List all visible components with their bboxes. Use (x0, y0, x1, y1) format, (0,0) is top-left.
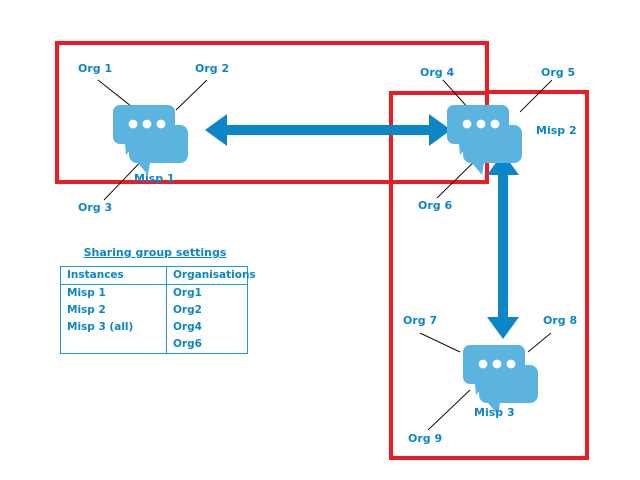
chat-bubbles-icon-misp1 (113, 105, 188, 175)
table-row: Org6 (60, 336, 248, 354)
org-label-org8: Org 8 (543, 314, 578, 327)
table-header-row: Instances Organisations (60, 266, 256, 285)
org-label-org3: Org 3 (78, 201, 113, 214)
column-header-organisations: Organisations (166, 266, 256, 285)
table-row: Misp 3 (all) Org4 (60, 319, 248, 336)
table-row: Misp 2 Org2 (60, 302, 248, 319)
instance-label-misp2: Misp 2 (536, 124, 577, 137)
cell-organisation: Org2 (173, 304, 202, 316)
settings-table: Instances Organisations Misp 1 Org1 Misp… (60, 266, 256, 354)
cell-organisation: Org4 (173, 321, 202, 333)
cell-instance (60, 336, 167, 354)
org-label-org9: Org 9 (408, 432, 443, 445)
column-header-instances: Instances (60, 266, 167, 285)
sharing-group-boundary-left (55, 41, 489, 184)
instance-label-misp3: Misp 3 (474, 406, 515, 419)
sharing-group-boundary-right (389, 90, 589, 460)
org-label-org1: Org 1 (78, 62, 113, 75)
chat-bubbles-icon-misp2 (447, 105, 522, 175)
chat-bubbles-icon-misp3 (463, 345, 538, 415)
cell-instance: Misp 1 (60, 284, 167, 302)
leader-line-org5 (519, 79, 553, 113)
instance-label-misp1: Misp 1 (134, 172, 175, 185)
sharing-group-settings: Sharing group settings Instances Organis… (60, 246, 256, 354)
leader-line-org8 (527, 332, 552, 353)
cell-organisation: Org6 (173, 338, 202, 350)
org-label-org2: Org 2 (195, 62, 230, 75)
connector-misp2-misp3 (487, 153, 519, 339)
cell-organisation: Org1 (173, 287, 202, 299)
cell-instance: Misp 3 (all) (60, 319, 167, 336)
org-label-org7: Org 7 (403, 314, 438, 327)
settings-title: Sharing group settings (83, 246, 227, 259)
org-label-org6: Org 6 (418, 199, 453, 212)
leader-line-org7 (419, 332, 461, 353)
org-label-org5: Org 5 (541, 66, 576, 79)
leader-line-org2 (175, 79, 208, 111)
connector-misp1-misp2 (205, 114, 451, 146)
cell-instance: Misp 2 (60, 302, 167, 319)
leader-line-org9 (427, 389, 471, 431)
org-label-org4: Org 4 (420, 66, 455, 79)
table-row: Misp 1 Org1 (60, 284, 248, 302)
